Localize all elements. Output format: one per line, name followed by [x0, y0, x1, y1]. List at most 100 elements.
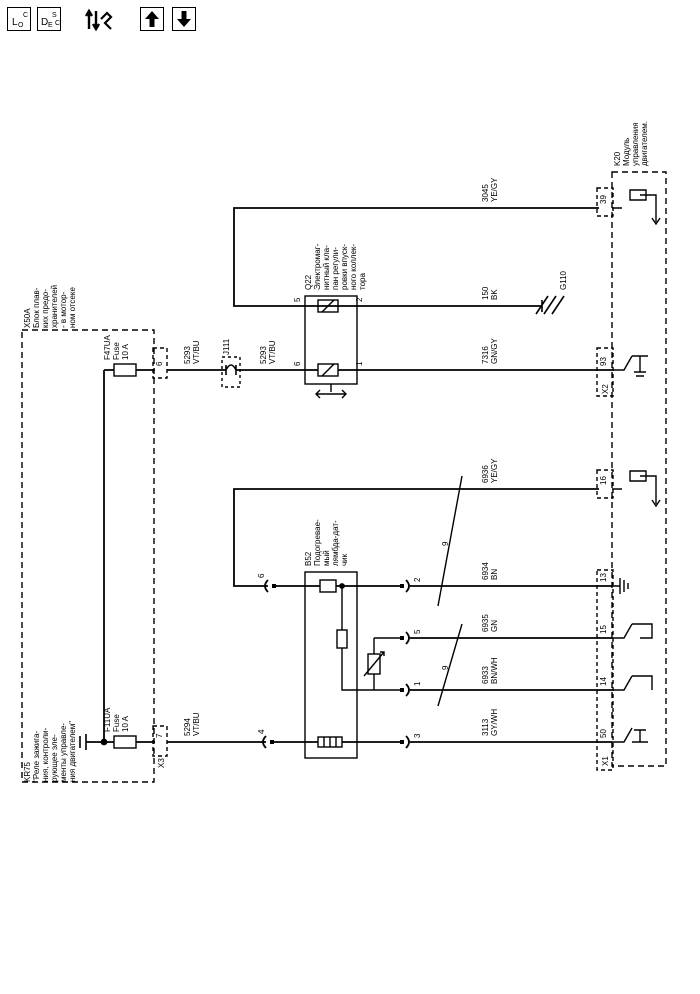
twist-mark-a-label: 9 [441, 541, 450, 546]
pin-b52-1-line: 1 [413, 681, 422, 686]
x1-label-line: X1 [601, 756, 610, 766]
k20-pin39-pullup [612, 189, 657, 222]
x3-connector-outline [152, 725, 168, 757]
x2-label-line: X2 [601, 384, 610, 394]
loc-button[interactable]: L O C [7, 7, 31, 31]
desc-button[interactable]: D E S C [37, 7, 61, 31]
q22-label-line: пан регули- [331, 247, 340, 290]
flow-icon [85, 8, 113, 32]
q22-valve [317, 299, 339, 313]
b52-label-line: чик [340, 553, 349, 566]
wire-6935-label-line: GN [490, 620, 499, 632]
pin-b52-2-line: 2 [413, 577, 422, 582]
twist-mark-b-label: 9 [441, 665, 450, 670]
pin-b52-3: 3 [413, 733, 422, 738]
pin-k20-93: 93 [599, 357, 608, 366]
k20-label: K20Модульуправлениядвигателем. [613, 121, 649, 166]
kr75-label-line: ния двигателем" [68, 721, 77, 782]
connector-c6-pin [272, 584, 276, 588]
b52-sensor-return-wire [341, 586, 402, 691]
desc-sub: E [48, 22, 53, 29]
up-button[interactable] [140, 7, 164, 31]
k20-pin93-driver [612, 355, 648, 377]
k20-label-line: двигателем. [640, 121, 649, 166]
pin-x3-7-line: 7 [155, 733, 164, 738]
kr75-label-line: KR75 [23, 761, 32, 782]
wire-6933-label: 6933BN/WH [481, 657, 499, 684]
x50a-label-line: хранителей [50, 285, 59, 328]
connector-b52-5-cup [405, 631, 410, 645]
j111-label-line: J111 [222, 338, 231, 355]
k20-pin39-arrow [651, 217, 661, 226]
wire-6933-label-line: 6933 [481, 666, 490, 684]
wire-6936-label: 6936YE/GY [481, 458, 499, 483]
wire-6936 [233, 488, 599, 587]
pin-q22-6: 6 [293, 361, 302, 366]
wire-150-label-line: BK [490, 289, 499, 300]
pin-k20-39: 39 [599, 195, 608, 204]
pin-k20-14: 14 [599, 677, 608, 686]
connector-c4-pin [270, 740, 274, 744]
pin-k20-50: 50 [599, 729, 608, 738]
kr75-label-line: рующее эле- [50, 734, 59, 782]
wire-6934-label-line: 6934 [481, 562, 490, 580]
q22-coil-slash [321, 363, 335, 377]
loc-main: L [12, 17, 18, 28]
toolbar: L O C D E S C [0, 0, 220, 40]
connector-b52-2-cup [405, 579, 410, 593]
j111-label: J111 [222, 338, 231, 355]
x-connector-39-outline [596, 187, 614, 217]
pin-b52-2: 2 [413, 577, 422, 582]
x3-label-line: X3 [157, 758, 166, 768]
twist-mark-a-label-line: 9 [441, 541, 450, 546]
pin-c6-line: 6 [257, 573, 266, 578]
pin-k20-16: 16 [599, 476, 608, 485]
twist-mark-b-label-line: 9 [441, 665, 450, 670]
connector-b52-1-pin [400, 688, 404, 692]
x50a-label-line: X50A [23, 308, 32, 328]
arrow-up-icon [145, 11, 159, 27]
k20-label-line: K20 [613, 151, 622, 166]
wire-5294-label-line: VT/BU [192, 712, 201, 736]
x50a-label-line: Блок плав- [32, 287, 41, 328]
wire-5293a-label-line: VT/BU [192, 340, 201, 364]
kr75-relay-contact [79, 734, 87, 750]
pin-k20-50-line: 50 [599, 729, 608, 738]
flow-button[interactable] [85, 7, 113, 32]
b52-connector-divisions [323, 737, 337, 747]
x-connector-16-outline [596, 469, 614, 499]
pin-k20-13-line: 13 [599, 573, 608, 582]
arrow-down-icon [177, 11, 191, 27]
wire-6934-label: 6934BN [481, 562, 499, 580]
x3-label: X3 [157, 758, 166, 768]
pin-q22-2: 2 [355, 297, 364, 302]
q22-label-line: ровки впуск- [340, 244, 349, 290]
q22-label-line: Электромаг- [313, 243, 322, 290]
pin-q22-5-line: 5 [293, 297, 302, 302]
connector-b52-1-cup [405, 683, 410, 697]
kr75-label-line: "Реле зажига- [32, 731, 41, 782]
k20-module-outline [611, 171, 667, 767]
pin-c4-line: 4 [257, 729, 266, 734]
down-button[interactable] [172, 7, 196, 31]
wire-3113-label: 3113GY/WH [481, 709, 499, 736]
b52-label-line: Подогревае- [313, 519, 322, 566]
f11ua-label: F11UAFuse10 A [103, 707, 130, 732]
k20-pin13-ground [612, 578, 629, 594]
f47ua-label-line: 10 A [121, 343, 130, 360]
wire-7316-label: 7316GN/GY [481, 338, 499, 364]
pin-x3-7: 7 [155, 733, 164, 738]
pin-c6: 6 [257, 573, 266, 578]
wire-150-label-line: 150 [481, 286, 490, 300]
x1-label: X1 [601, 756, 610, 766]
connector-b52-5-pin [400, 636, 404, 640]
q22-label: Q22Электромаг-нитный кла-пан регули-ровк… [304, 243, 367, 290]
pin-b52-5: 5 [413, 629, 422, 634]
k20-pin16-arrow [651, 499, 661, 508]
kr75-label-line: ния, контроли- [41, 727, 50, 782]
b52-variable-resistor-arrow [363, 651, 385, 677]
x50a-fuse-block-outline [21, 329, 155, 783]
b52-label-line: лямбда-дат- [331, 520, 340, 566]
pin-x50a-6-line: 6 [155, 361, 164, 366]
loc-sub: O [18, 22, 24, 29]
